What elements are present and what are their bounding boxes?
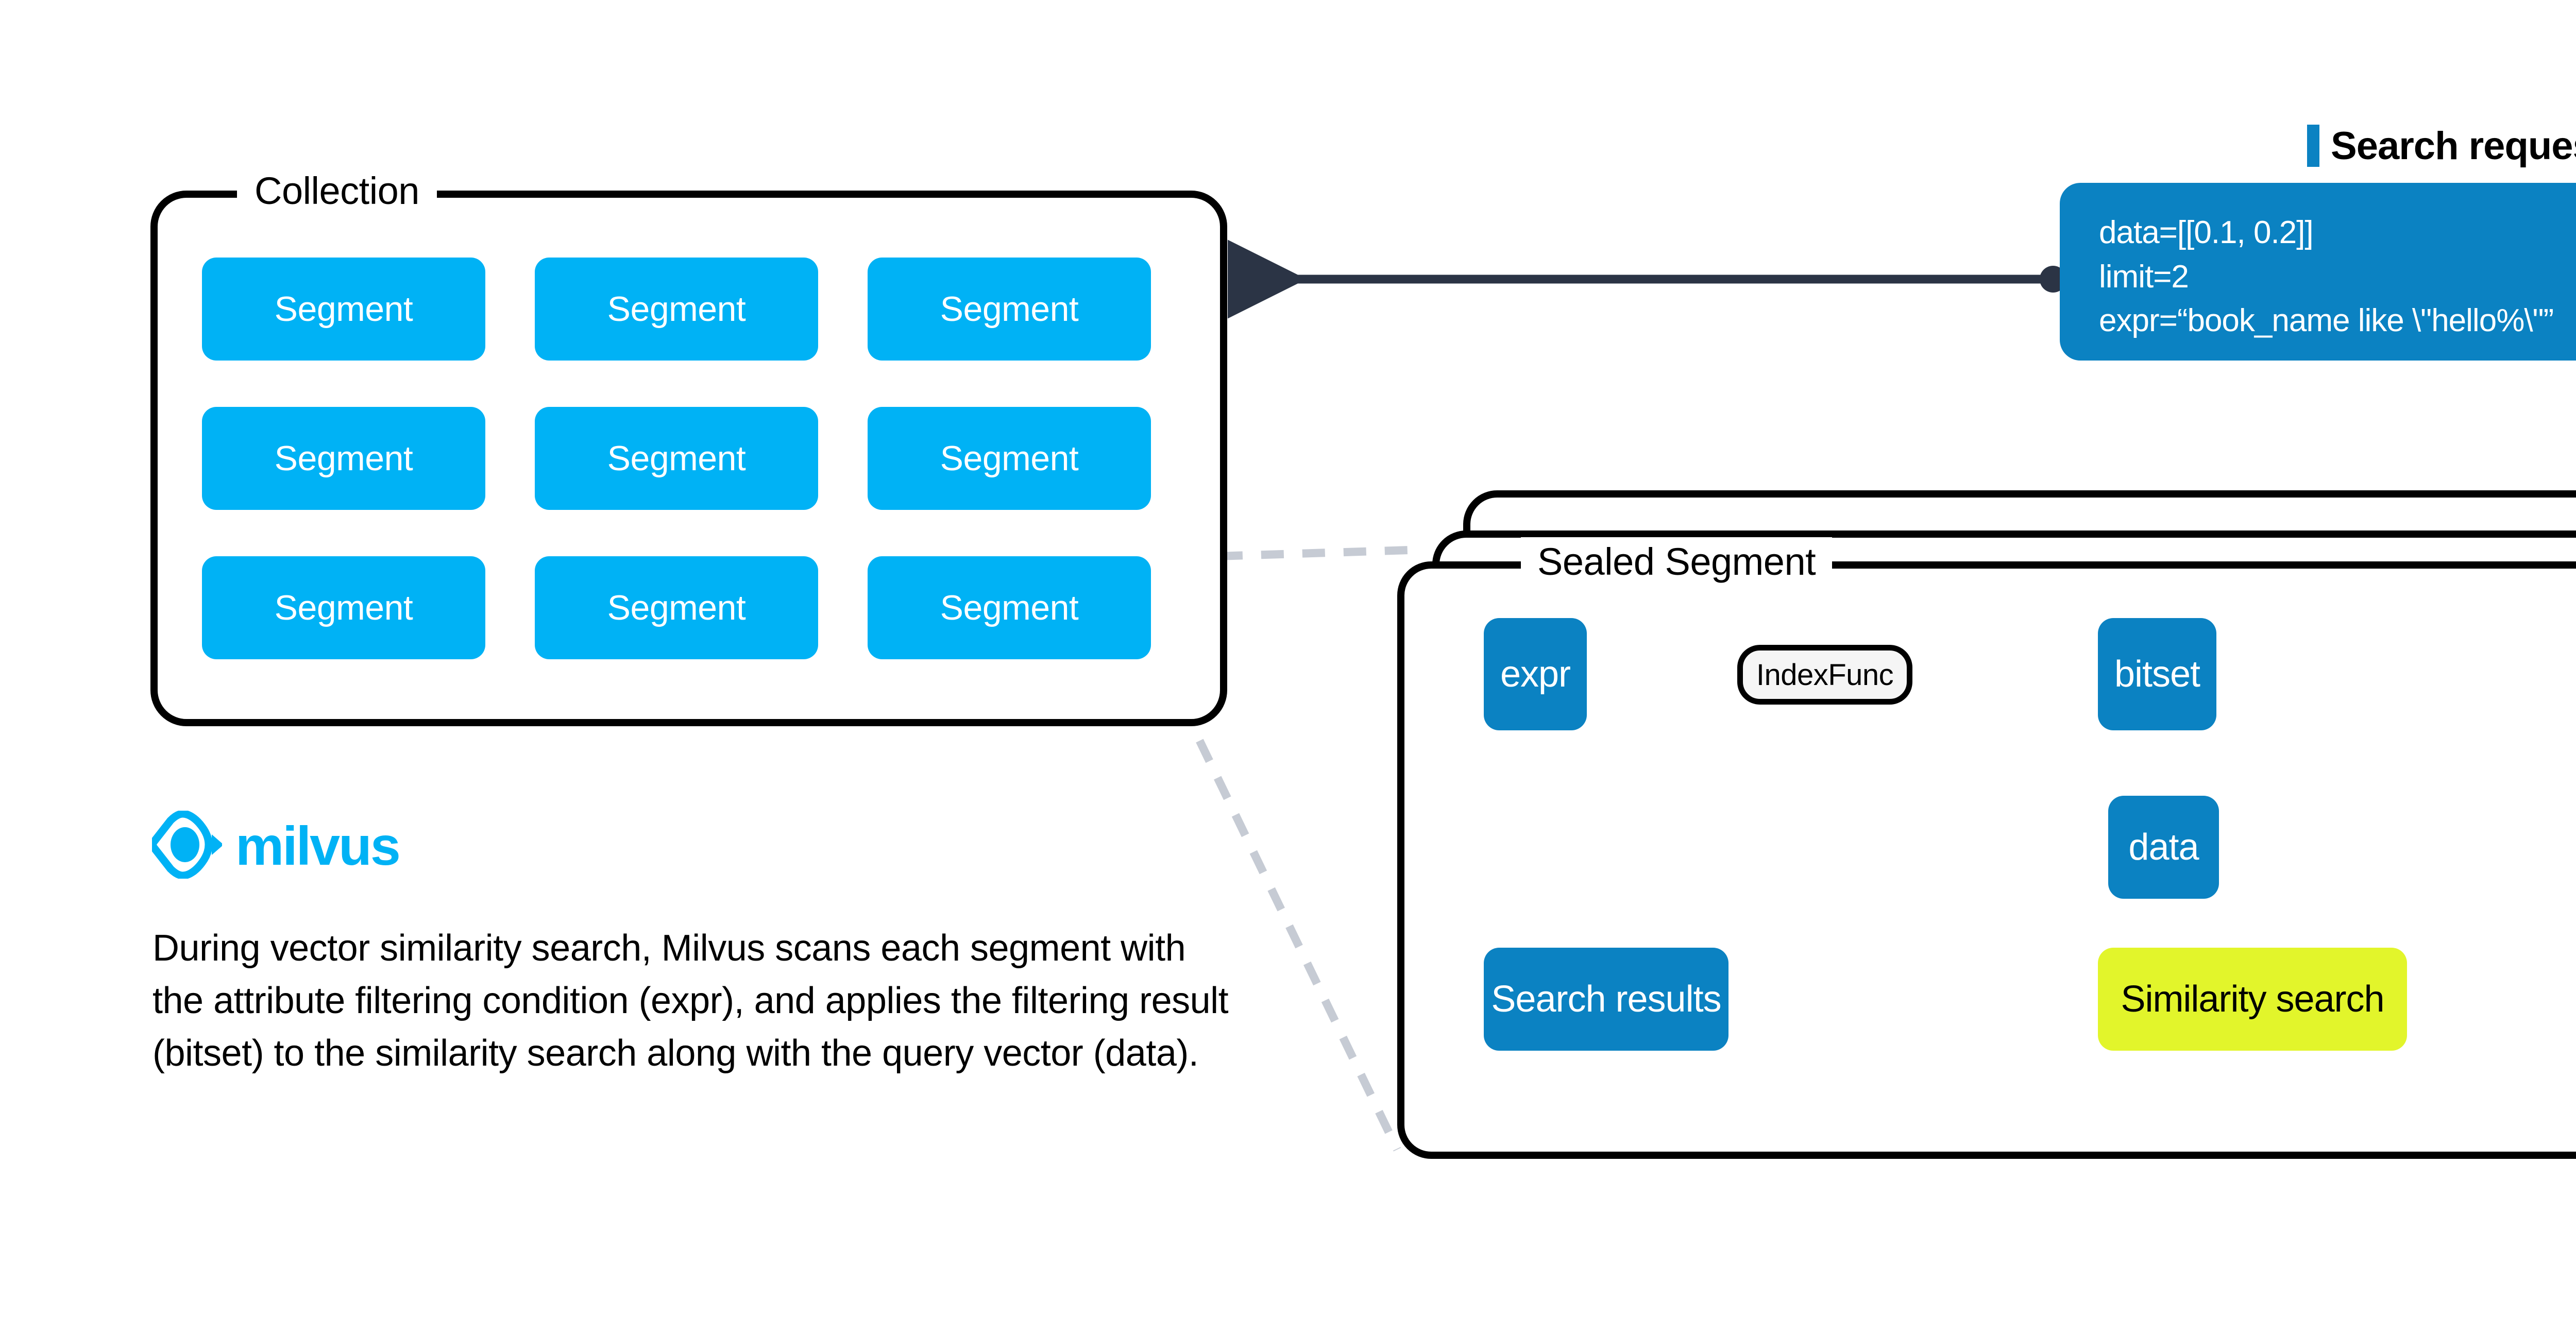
collection-label: Collection	[237, 166, 437, 216]
search-request-line-limit: limit=2	[2099, 259, 2189, 295]
segment-card[interactable]: Segment	[868, 258, 1151, 361]
arrow-search-request-to-collection	[1228, 239, 2066, 319]
node-bitset[interactable]: bitset	[2098, 618, 2216, 730]
segment-card[interactable]: Segment	[535, 258, 818, 361]
search-request-line-expr: expr=“book_name like \"hello%\"”	[2099, 303, 2554, 339]
segment-card[interactable]: Segment	[868, 556, 1151, 659]
search-request-card: data=[[0.1, 0.2]] limit=2 expr=“book_nam…	[2060, 183, 2576, 361]
search-request-title: Search request	[2331, 124, 2576, 168]
segment-card[interactable]: Segment	[202, 407, 485, 510]
sealed-segment-label: Sealed Segment	[1521, 537, 1833, 587]
segment-card[interactable]: Segment	[202, 258, 485, 361]
milvus-eye-icon	[152, 811, 222, 879]
segment-card[interactable]: Segment	[202, 556, 485, 659]
sealed-segment-frame	[1397, 561, 2576, 1159]
node-similarity-search[interactable]: Similarity search	[2098, 948, 2407, 1051]
accent-bar	[2307, 125, 2319, 167]
node-data[interactable]: data	[2108, 796, 2219, 899]
segment-card[interactable]: Segment	[868, 407, 1151, 510]
search-request-heading: Search request	[2307, 123, 2576, 169]
node-expr[interactable]: expr	[1484, 618, 1587, 730]
node-search-results[interactable]: Search results	[1484, 948, 1728, 1051]
segment-grid: Segment Segment Segment Segment Segment …	[202, 258, 1181, 664]
node-indexfunc[interactable]: IndexFunc	[1737, 645, 1912, 705]
search-request-line-data: data=[[0.1, 0.2]]	[2099, 215, 2314, 250]
diagram-caption: During vector similarity search, Milvus …	[152, 928, 1229, 1074]
segment-card[interactable]: Segment	[535, 407, 818, 510]
milvus-wordmark: milvus	[235, 816, 401, 877]
segment-card[interactable]: Segment	[535, 556, 818, 659]
milvus-logo: milvus	[152, 809, 513, 881]
